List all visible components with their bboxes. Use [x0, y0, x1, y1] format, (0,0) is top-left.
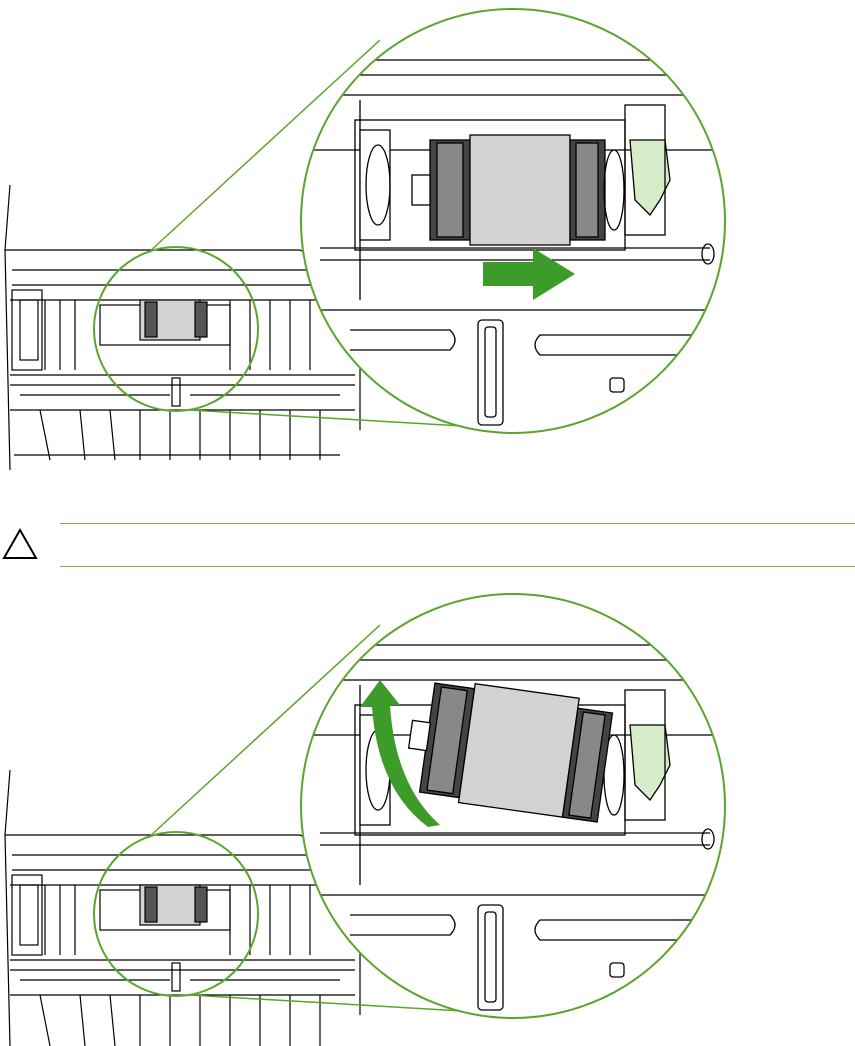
caution-block [0, 520, 855, 568]
pickup-roller [470, 135, 570, 245]
roller-removal-figure-2 [0, 585, 855, 1046]
roller-removal-figure-1 [0, 0, 855, 470]
zoom-detail [300, 594, 730, 1018]
printer-illustration [0, 0, 855, 470]
printer-illustration [0, 585, 855, 1046]
caution-bottom-rule [60, 566, 855, 567]
caution-top-rule [60, 523, 855, 524]
caution-triangle-icon [2, 528, 38, 560]
pickup-roller [459, 684, 580, 817]
zoom-detail [300, 9, 730, 433]
